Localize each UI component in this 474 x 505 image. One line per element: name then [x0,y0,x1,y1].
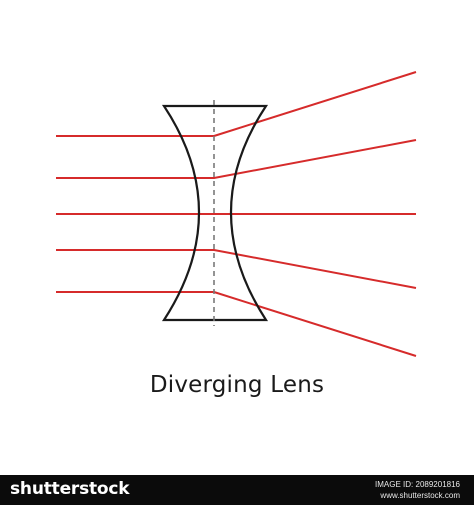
site-url-text: www.shutterstock.com [380,491,460,500]
image-id-text: IMAGE ID: 2089201816 [375,480,460,489]
concave-lens [161,104,269,322]
watermark-footer: shutterstock IMAGE ID: 2089201816 www.sh… [0,475,474,505]
brand-logo: shutterstock [10,479,130,499]
light-rays [56,71,417,357]
diagram-title: Diverging Lens [149,372,325,398]
light-ray-5 [56,291,417,357]
light-ray-1 [56,71,417,137]
diverging-lens-diagram [56,71,417,357]
light-ray-2 [56,139,417,179]
light-ray-4 [56,249,417,289]
